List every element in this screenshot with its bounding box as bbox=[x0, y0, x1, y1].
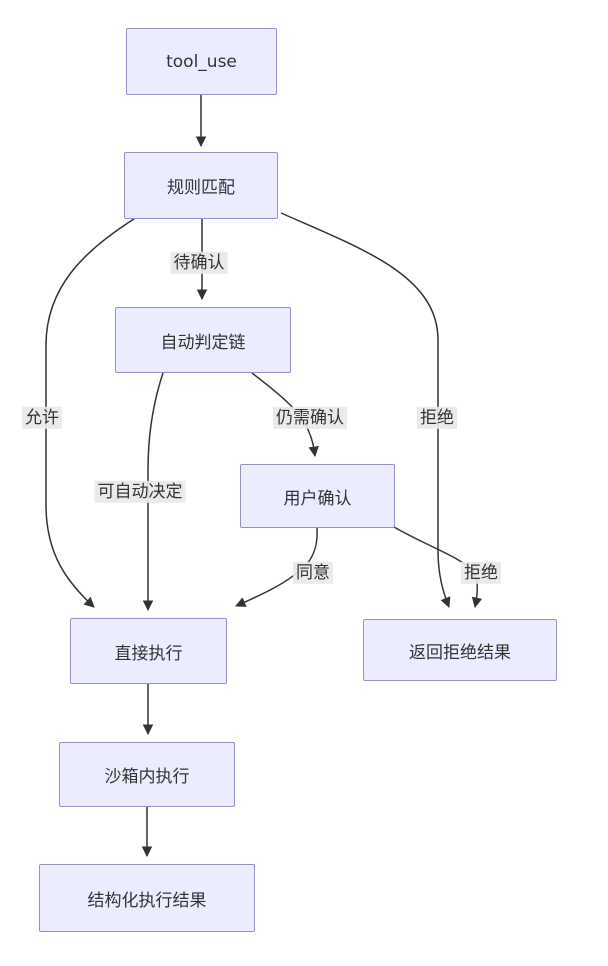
edge-autochain-userconfirm bbox=[251, 372, 319, 458]
edge-label-auto-decidable: 可自动决定 bbox=[94, 480, 186, 504]
edge-label-allow: 允许 bbox=[22, 406, 62, 430]
node-structured-result: 结构化执行结果 bbox=[39, 864, 255, 932]
edge-rulematch-directexec bbox=[45, 218, 135, 608]
edge-label-agree: 同意 bbox=[293, 561, 333, 585]
node-rule-match: 规则匹配 bbox=[124, 152, 278, 219]
node-direct-execute: 直接执行 bbox=[70, 618, 227, 684]
edge-rulematch-rejectresult bbox=[280, 212, 451, 608]
node-user-confirm: 用户确认 bbox=[240, 464, 395, 528]
node-return-reject-result: 返回拒绝结果 bbox=[363, 619, 557, 681]
edge-label-reject-from-rule: 拒绝 bbox=[417, 406, 457, 430]
edge-autochain-directexec bbox=[142, 372, 164, 612]
edge-label-pending-confirm: 待确认 bbox=[170, 251, 228, 275]
edge-label-still-need-confirm: 仍需确认 bbox=[273, 406, 347, 430]
edge-label-reject-from-user: 拒绝 bbox=[461, 561, 501, 585]
node-tool-use: tool_use bbox=[126, 28, 277, 95]
node-sandbox-execute: 沙箱内执行 bbox=[59, 742, 235, 807]
node-auto-decision-chain: 自动判定链 bbox=[115, 307, 291, 373]
